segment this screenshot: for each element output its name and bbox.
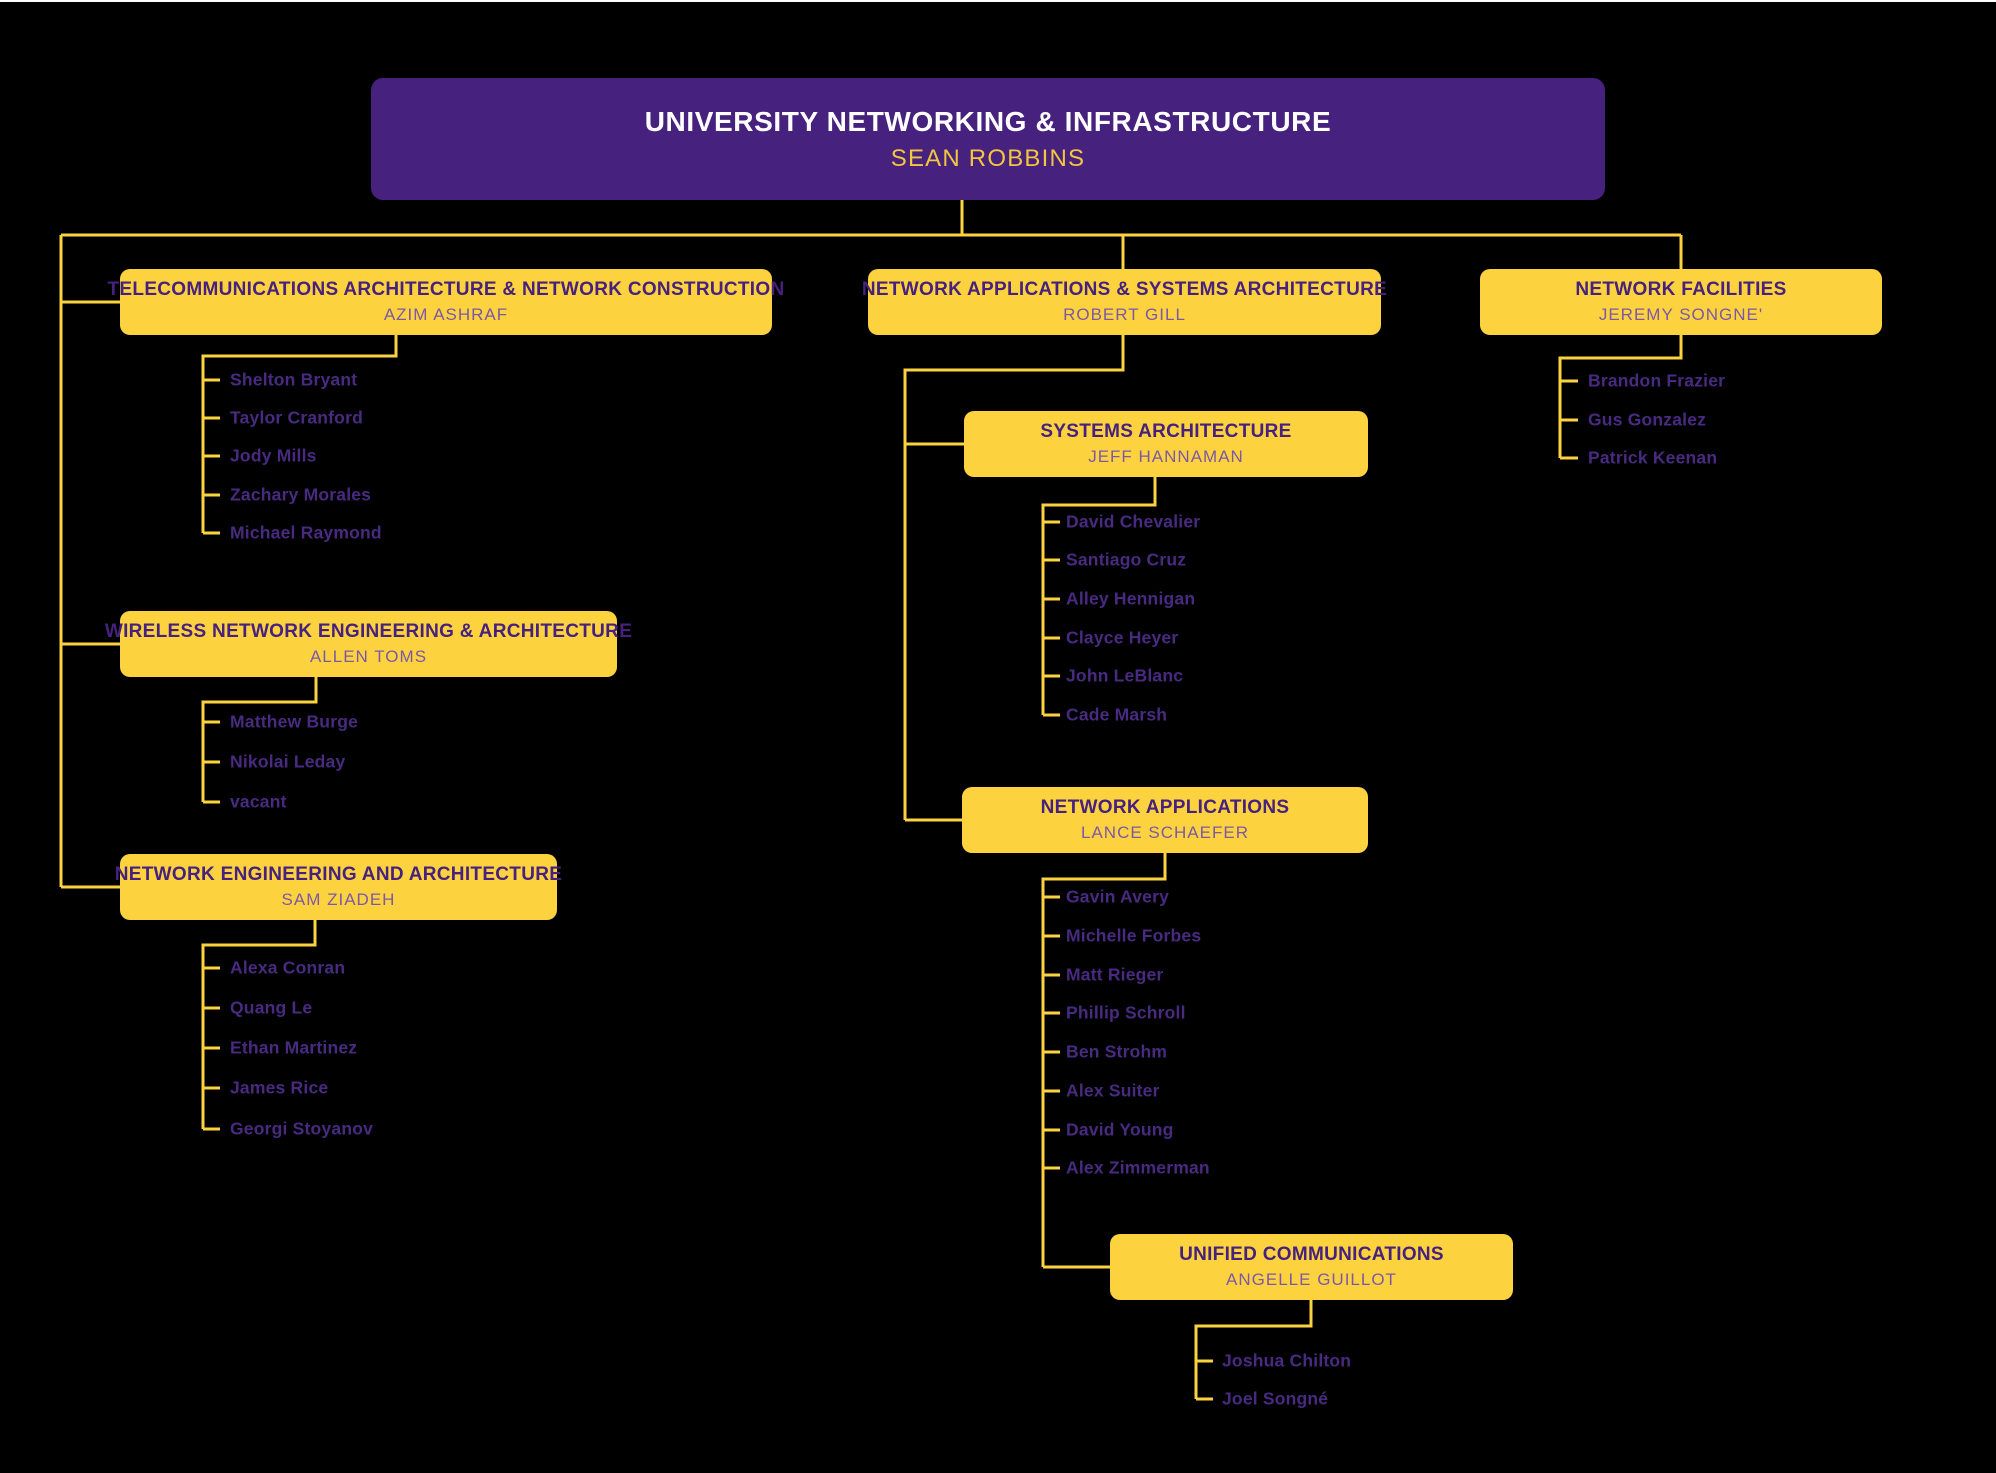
department-title: WIRELESS NETWORK ENGINEERING & ARCHITECT… [104, 621, 633, 643]
member-name: Alexa Conran [230, 957, 346, 978]
member-name: Shelton Bryant [230, 369, 358, 390]
department-title: SYSTEMS ARCHITECTURE [1040, 421, 1292, 443]
org-node-netapps-sysarch: NETWORK APPLICATIONS & SYSTEMS ARCHITECT… [862, 269, 1387, 335]
org-node-network-facilities: NETWORK FACILITIES JEREMY SONGNE' [1480, 269, 1882, 335]
network-engineering-branch-connector [201, 920, 317, 1131]
member-name: Georgi Stoyanov [230, 1118, 374, 1139]
org-node-unified-communications: UNIFIED COMMUNICATIONS ANGELLE GUILLOT [1110, 1234, 1513, 1300]
member-name: Michael Raymond [230, 522, 382, 543]
member-name: Clayce Heyer [1066, 627, 1179, 648]
netapps-sysarch-branch-connector [903, 335, 1125, 822]
member-name: Zachary Morales [230, 484, 372, 505]
department-manager: AZIM ASHRAF [383, 305, 509, 325]
member-name: Santiago Cruz [1066, 549, 1187, 570]
org-node-network-applications: NETWORK APPLICATIONS LANCE SCHAEFER [962, 787, 1368, 853]
member-name: Matthew Burge [230, 711, 359, 732]
member-name: Patrick Keenan [1588, 447, 1718, 468]
member-name: Nikolai Leday [230, 751, 346, 772]
wireless-branch-connector [201, 677, 318, 804]
member-name: Matt Rieger [1066, 964, 1164, 985]
member-name: Joshua Chilton [1222, 1350, 1352, 1371]
member-name: Phillip Schroll [1066, 1002, 1186, 1023]
member-name: Michelle Forbes [1066, 925, 1202, 946]
department-manager: JEREMY SONGNE' [1598, 305, 1764, 325]
unified-communications-branch-connector [1194, 1300, 1313, 1401]
department-manager: JEFF HANNAMAN [1088, 447, 1244, 467]
department-title: NETWORK FACILITIES [1575, 279, 1787, 301]
org-node-root: UNIVERSITY NETWORKING & INFRASTRUCTURE S… [371, 78, 1605, 200]
root-title: UNIVERSITY NETWORKING & INFRASTRUCTURE [644, 105, 1332, 137]
department-title: NETWORK APPLICATIONS & SYSTEMS ARCHITECT… [861, 279, 1388, 301]
root-manager: SEAN ROBBINS [890, 144, 1086, 172]
member-name: Taylor Cranford [230, 407, 363, 428]
member-name: David Young [1066, 1119, 1174, 1140]
telecom-branch-connector [201, 335, 398, 535]
network-applications-branch-connector [1041, 853, 1167, 1269]
org-node-telecommunications: TELECOMMUNICATIONS ARCHITECTURE & NETWOR… [108, 269, 784, 335]
spine-connector [59, 200, 1683, 889]
network-facilities-branch-connector [1558, 335, 1683, 460]
department-manager: SAM ZIADEH [281, 890, 396, 910]
member-name: Jody Mills [230, 445, 317, 466]
member-name: Alex Suiter [1066, 1080, 1160, 1101]
member-name: Alley Hennigan [1066, 588, 1196, 609]
member-name: David Chevalier [1066, 511, 1201, 532]
member-name: Brandon Frazier [1588, 370, 1726, 391]
department-title: TELECOMMUNICATIONS ARCHITECTURE & NETWOR… [107, 279, 785, 301]
systems-architecture-branch-connector [1041, 477, 1157, 717]
member-name: James Rice [230, 1077, 329, 1098]
member-name: Ben Strohm [1066, 1041, 1168, 1062]
member-name: Ethan Martinez [230, 1037, 358, 1058]
member-name: Alex Zimmerman [1066, 1157, 1210, 1178]
member-name: Gus Gonzalez [1588, 409, 1707, 430]
department-title: UNIFIED COMMUNICATIONS [1179, 1244, 1444, 1266]
department-title: NETWORK APPLICATIONS [1040, 797, 1290, 819]
department-manager: ALLEN TOMS [309, 647, 428, 667]
department-manager: ROBERT GILL [1063, 305, 1186, 325]
department-manager: LANCE SCHAEFER [1081, 823, 1249, 843]
member-name: Cade Marsh [1066, 704, 1168, 725]
member-name: John LeBlanc [1066, 665, 1184, 686]
department-title: NETWORK ENGINEERING AND ARCHITECTURE [114, 864, 563, 886]
department-manager: ANGELLE GUILLOT [1226, 1270, 1397, 1290]
member-name: vacant [230, 791, 287, 812]
org-node-network-engineering: NETWORK ENGINEERING AND ARCHITECTURE SAM… [115, 854, 562, 920]
org-node-systems-architecture: SYSTEMS ARCHITECTURE JEFF HANNAMAN [964, 411, 1368, 477]
member-name: Quang Le [230, 997, 313, 1018]
member-name: Joel Songné [1222, 1388, 1329, 1409]
org-node-wireless: WIRELESS NETWORK ENGINEERING & ARCHITECT… [105, 611, 632, 677]
member-name: Gavin Avery [1066, 886, 1170, 907]
